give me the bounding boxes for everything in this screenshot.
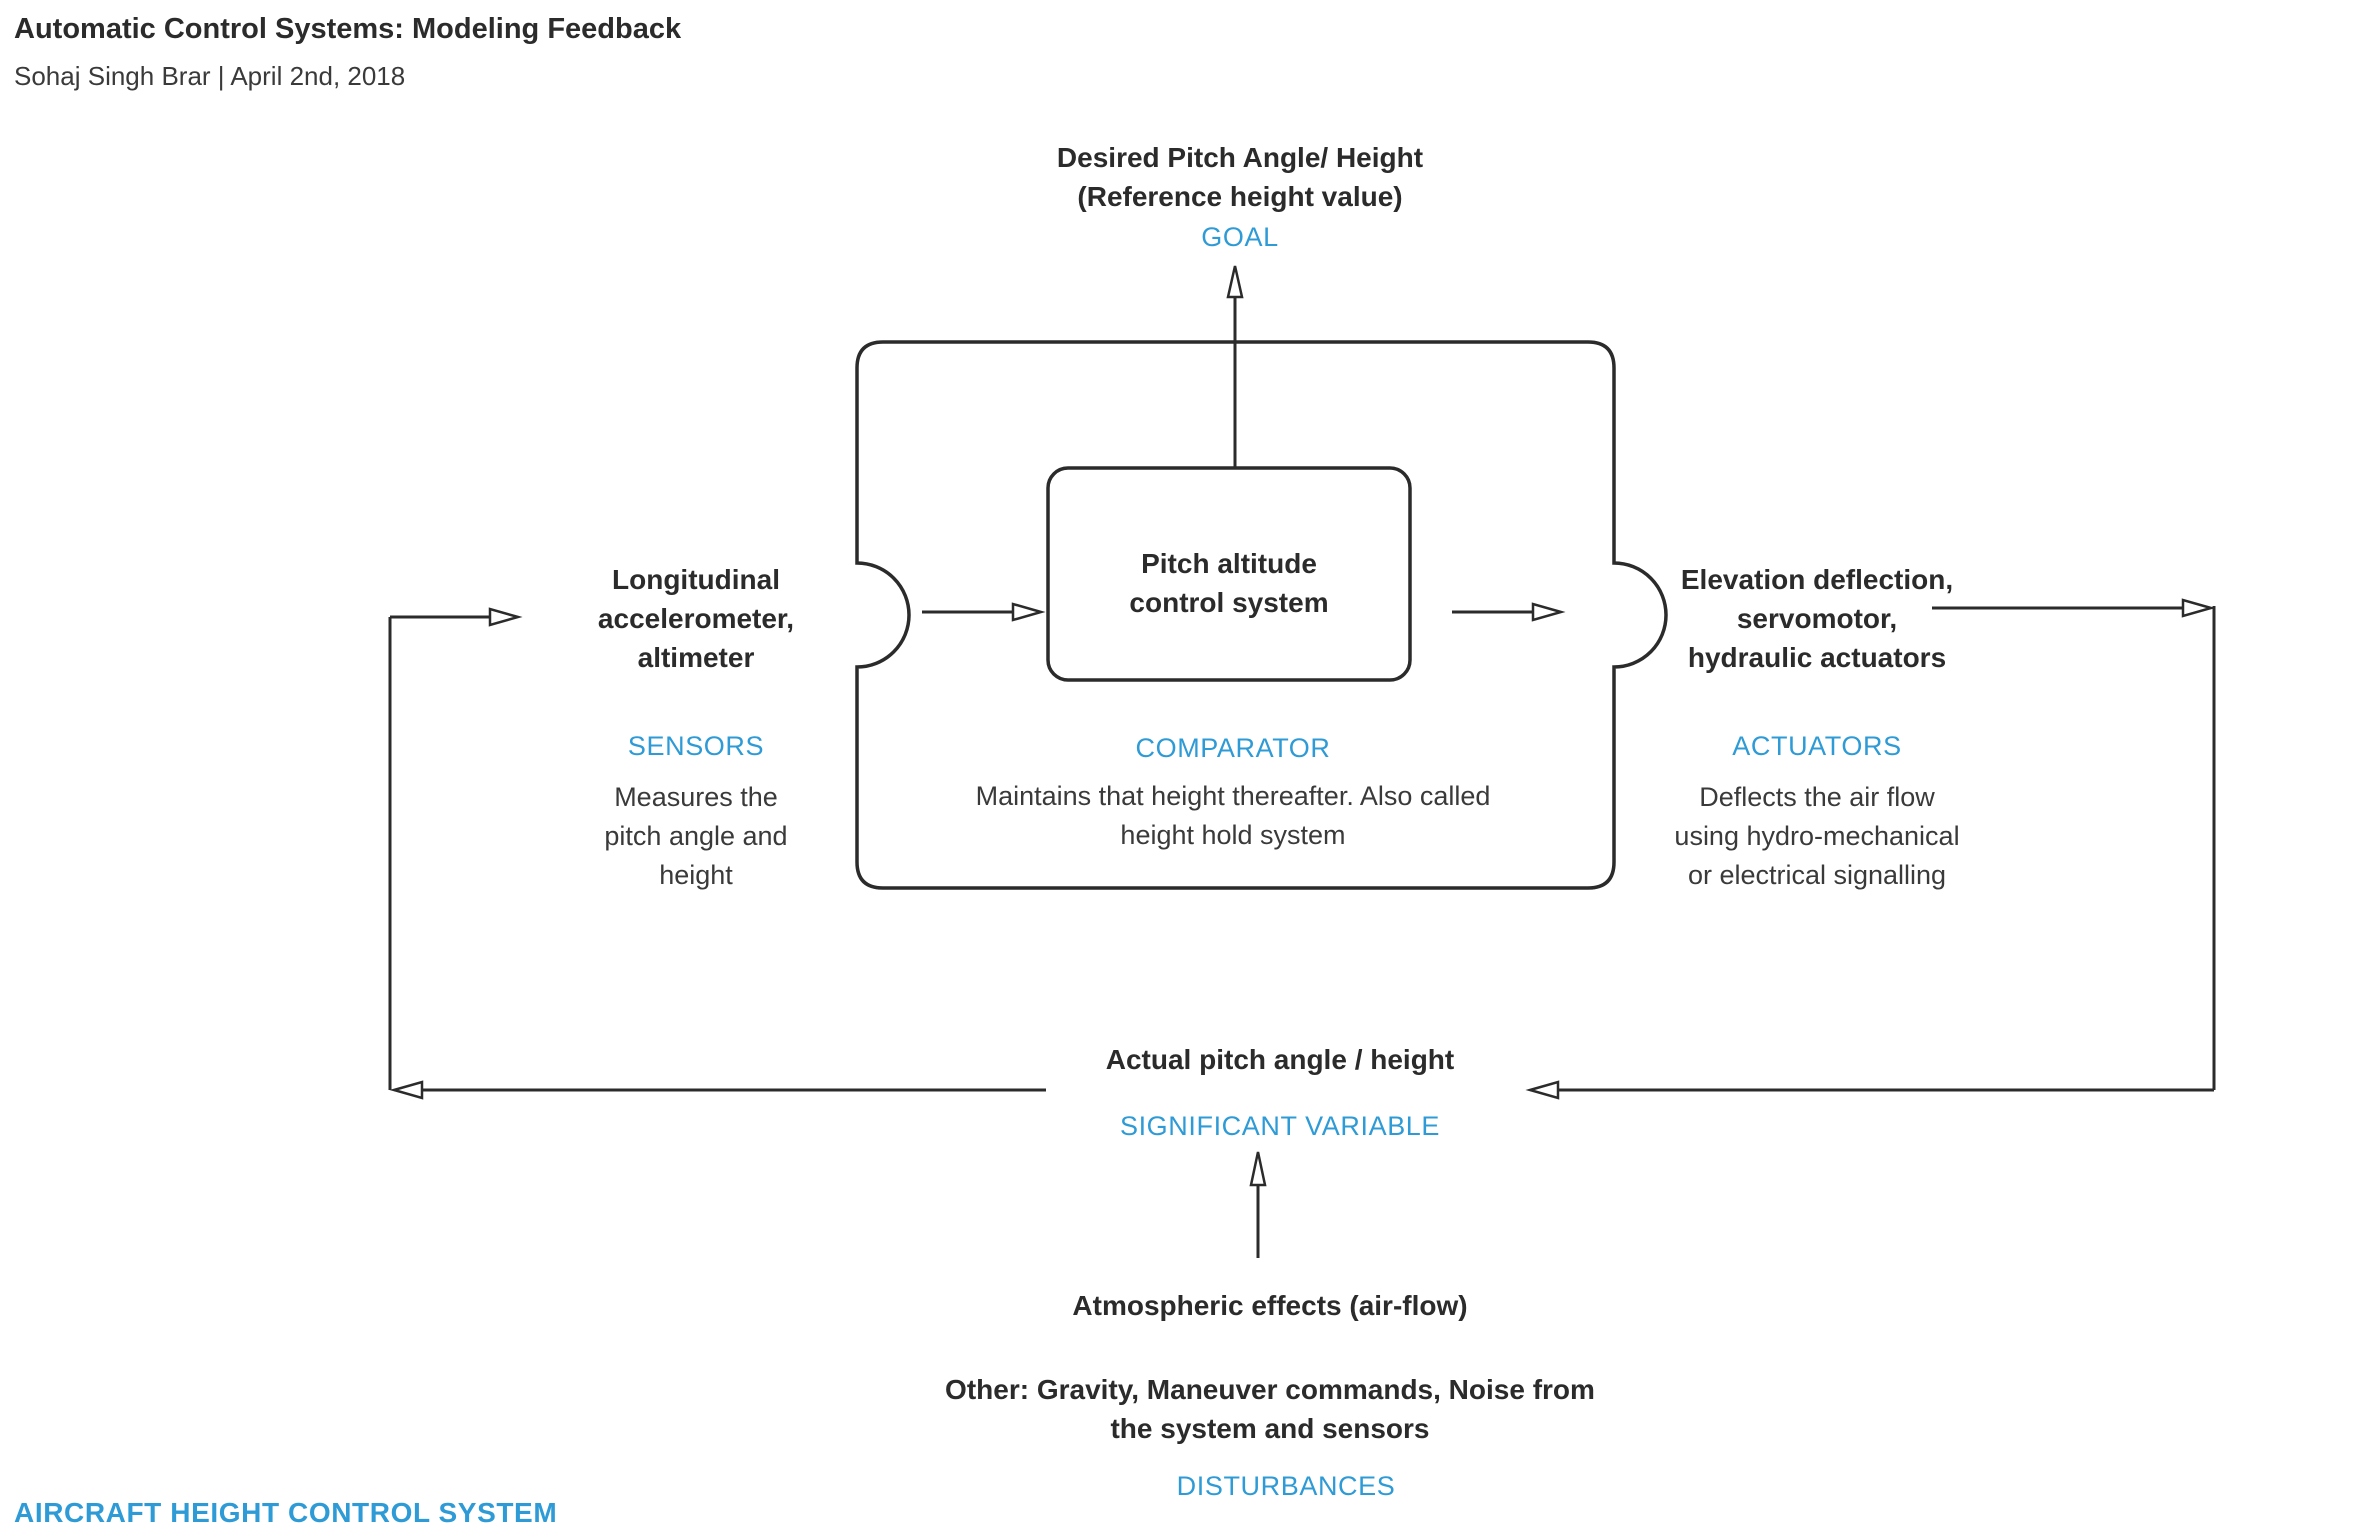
goal-label-line2: (Reference height value): [1077, 181, 1403, 212]
page-byline: Sohaj Singh Brar | April 2nd, 2018: [14, 61, 406, 91]
actuators-title-line2: servomotor,: [1736, 603, 1898, 634]
sensors-desc: Measures the pitch angle and height: [598, 778, 794, 895]
disturbances-tag: DISTURBANCES: [1176, 1471, 1396, 1501]
goal-tag: GOAL: [1201, 222, 1279, 252]
sensors-desc-line2: pitch angle and: [604, 821, 788, 851]
actuators-desc: Deflects the air flow using hydro-mechan…: [1674, 778, 1959, 895]
sensors-block: Longitudinal accelerometer, altimeter SE…: [598, 560, 794, 895]
outer-loop-box: [855, 340, 1668, 890]
other-disturbances-line2: the system and sensors: [1110, 1413, 1430, 1444]
comparator-box-label: Pitch altitude control system: [1129, 544, 1328, 622]
comparator-box-line1: Pitch altitude: [1141, 548, 1317, 579]
sensors-desc-line1: Measures the: [614, 782, 778, 812]
input-arrowhead-right: [1011, 602, 1046, 622]
actuators-title-line1: Elevation deflection,: [1680, 564, 1954, 595]
sensors-title-line2: accelerometer,: [597, 603, 795, 634]
comparator-box-line2: control system: [1129, 587, 1329, 618]
actuators-title-line3: hydraulic actuators: [1687, 642, 1947, 673]
comparator-desc: Maintains that height thereafter. Also c…: [976, 777, 1491, 855]
actuators-desc-line1: Deflects the air flow: [1699, 782, 1935, 812]
actuators-desc-line2: using hydro-mechanical: [1674, 821, 1960, 851]
page-title: Automatic Control Systems: Modeling Feed…: [14, 13, 682, 45]
comparator-desc-line1: Maintains that height thereafter. Also c…: [975, 781, 1491, 811]
goal-label-line1: Desired Pitch Angle/ Height: [1056, 142, 1424, 173]
sensors-title-line3: altimeter: [637, 642, 755, 673]
goal-block: Desired Pitch Angle/ Height (Reference h…: [1057, 138, 1423, 251]
disturbance-arrowhead-up: [1249, 1151, 1267, 1187]
other-disturbances-label: Other: Gravity, Maneuver commands, Noise…: [945, 1370, 1595, 1448]
output-arrowhead-right: [1531, 602, 1566, 622]
comparator-tag: COMPARATOR: [1135, 733, 1331, 763]
feedback-arrowhead-left: [1525, 1080, 1560, 1100]
actuators-block: Elevation deflection, servomotor, hydrau…: [1674, 560, 1959, 895]
actuator-arrowhead-right: [2181, 598, 2216, 618]
goal-arrowhead-up: [1226, 265, 1244, 299]
actual-variable-label: Actual pitch angle / height: [1105, 1044, 1455, 1075]
feedback-corner-arrowhead-left: [389, 1080, 424, 1100]
sensors-tag: SENSORS: [627, 731, 765, 761]
sensor-in-arrowhead-right: [488, 607, 523, 627]
footer-system-label: AIRCRAFT HEIGHT CONTROL SYSTEM: [14, 1497, 558, 1528]
other-disturbances-line1: Other: Gravity, Maneuver commands, Noise…: [945, 1374, 1595, 1405]
comparator-box: [1046, 466, 1412, 682]
comparator-desc-line2: height hold system: [1120, 820, 1346, 850]
comparator-block: COMPARATOR Maintains that height thereaf…: [976, 734, 1491, 855]
actuators-tag: ACTUATORS: [1732, 731, 1902, 761]
significant-variable-tag: SIGNIFICANT VARIABLE: [1119, 1111, 1441, 1141]
atmospheric-label: Atmospheric effects (air-flow): [1072, 1290, 1468, 1321]
sensors-desc-line3: height: [659, 860, 733, 890]
sensors-title-line1: Longitudinal: [612, 564, 780, 595]
actuators-desc-line3: or electrical signalling: [1687, 860, 1947, 890]
